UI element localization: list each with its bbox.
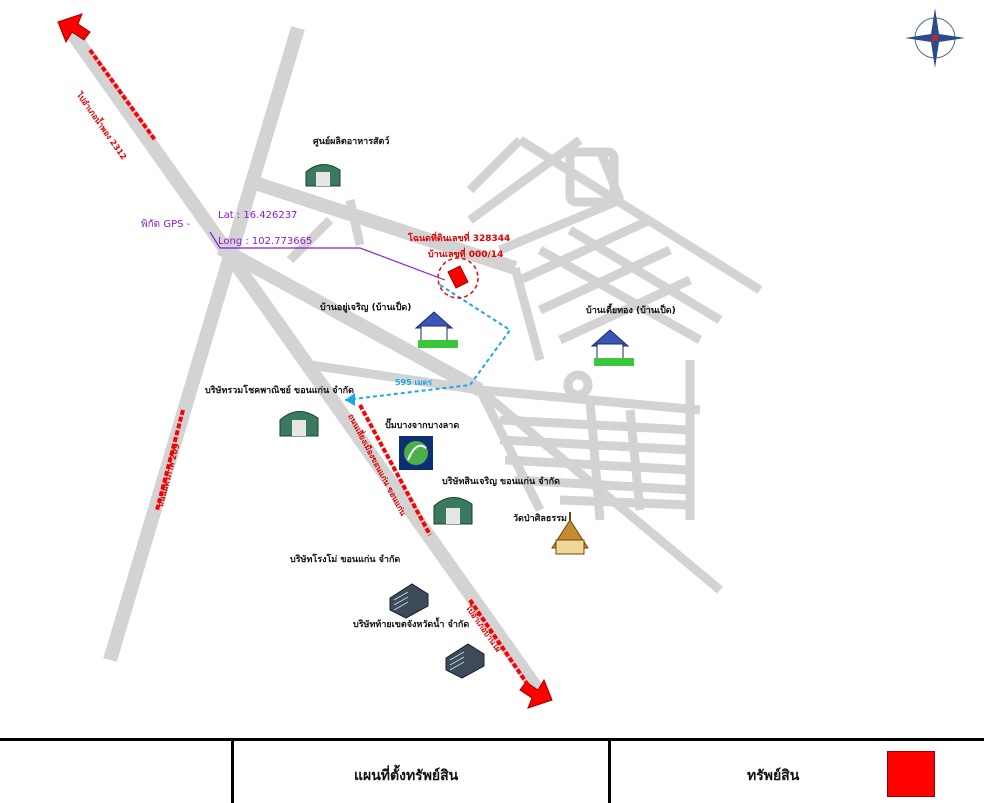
house-icon <box>590 329 634 366</box>
asset-swatch <box>887 751 935 797</box>
legend-bar: แผนที่ตั้งทรัพย์สิน ทรัพย์สิน <box>0 738 984 803</box>
landmark-label: บริษัทท้ายเขตจังหวัดน้ำ จำกัด <box>353 620 470 630</box>
landmark-label: บ้านอยู่เจริญ (บ้านเป็ด) <box>320 303 412 313</box>
landmark-label: วัดป่าศิลธรรม <box>513 514 567 524</box>
side-streets <box>286 136 763 594</box>
warehouse-icon <box>279 411 319 437</box>
building-icon <box>389 583 429 619</box>
landmark-label: บริษัทโรงโม่ ขอนแก่น จำกัด <box>290 555 401 565</box>
longitude-label: Long : 102.773665 <box>218 236 313 247</box>
gas-station-icon <box>399 436 433 470</box>
temple-icon <box>551 512 589 555</box>
landmark-label: บริษัทรวมโชคพาณิชย์ ขอนแก่น จำกัด <box>205 386 354 396</box>
route-line <box>344 284 512 406</box>
road-network <box>64 25 551 705</box>
map-canvas <box>57 8 965 709</box>
house-icon <box>414 311 458 348</box>
asset-marker <box>437 257 479 299</box>
road-label-marks <box>88 48 532 690</box>
gps-label: พิกัด GPS - <box>141 219 191 230</box>
landmark-label: ปั๊มบางจากบางลาด <box>385 421 460 431</box>
house-number-label: บ้านเลขที่ 000/14 <box>428 250 504 260</box>
latitude-label: Lat : 16.426237 <box>218 210 298 221</box>
building-icon <box>445 643 485 679</box>
arrow-icon-north <box>57 13 91 44</box>
gps-pointer <box>209 231 446 281</box>
legend-asset-cell: ทรัพย์สิน <box>611 741 984 803</box>
legend-title-cell: แผนที่ตั้งทรัพย์สิน <box>234 741 611 803</box>
legend-blank-cell <box>0 741 234 803</box>
compass-rose-icon <box>905 8 965 68</box>
legend-title: แผนที่ตั้งทรัพย์สิน <box>354 768 459 784</box>
landmark-label: บริษัทสินเจริญ ขอนแก่น จำกัด <box>442 477 560 487</box>
landmark-label: ศูนย์ผลิตอาหารสัตว์ <box>313 137 390 147</box>
distance-label: 595 เมตร <box>395 378 432 387</box>
warehouse-icon <box>305 164 341 187</box>
parcel-number-label: โฉนดที่ดินเลขที่ 328344 <box>408 234 511 244</box>
landmark-label: บ้านเตี้ยทอง (บ้านเป็ด) <box>586 306 676 316</box>
arrow-icon-south <box>519 678 553 709</box>
warehouse-icon <box>433 497 473 525</box>
legend-asset-label: ทรัพย์สิน <box>747 768 800 784</box>
